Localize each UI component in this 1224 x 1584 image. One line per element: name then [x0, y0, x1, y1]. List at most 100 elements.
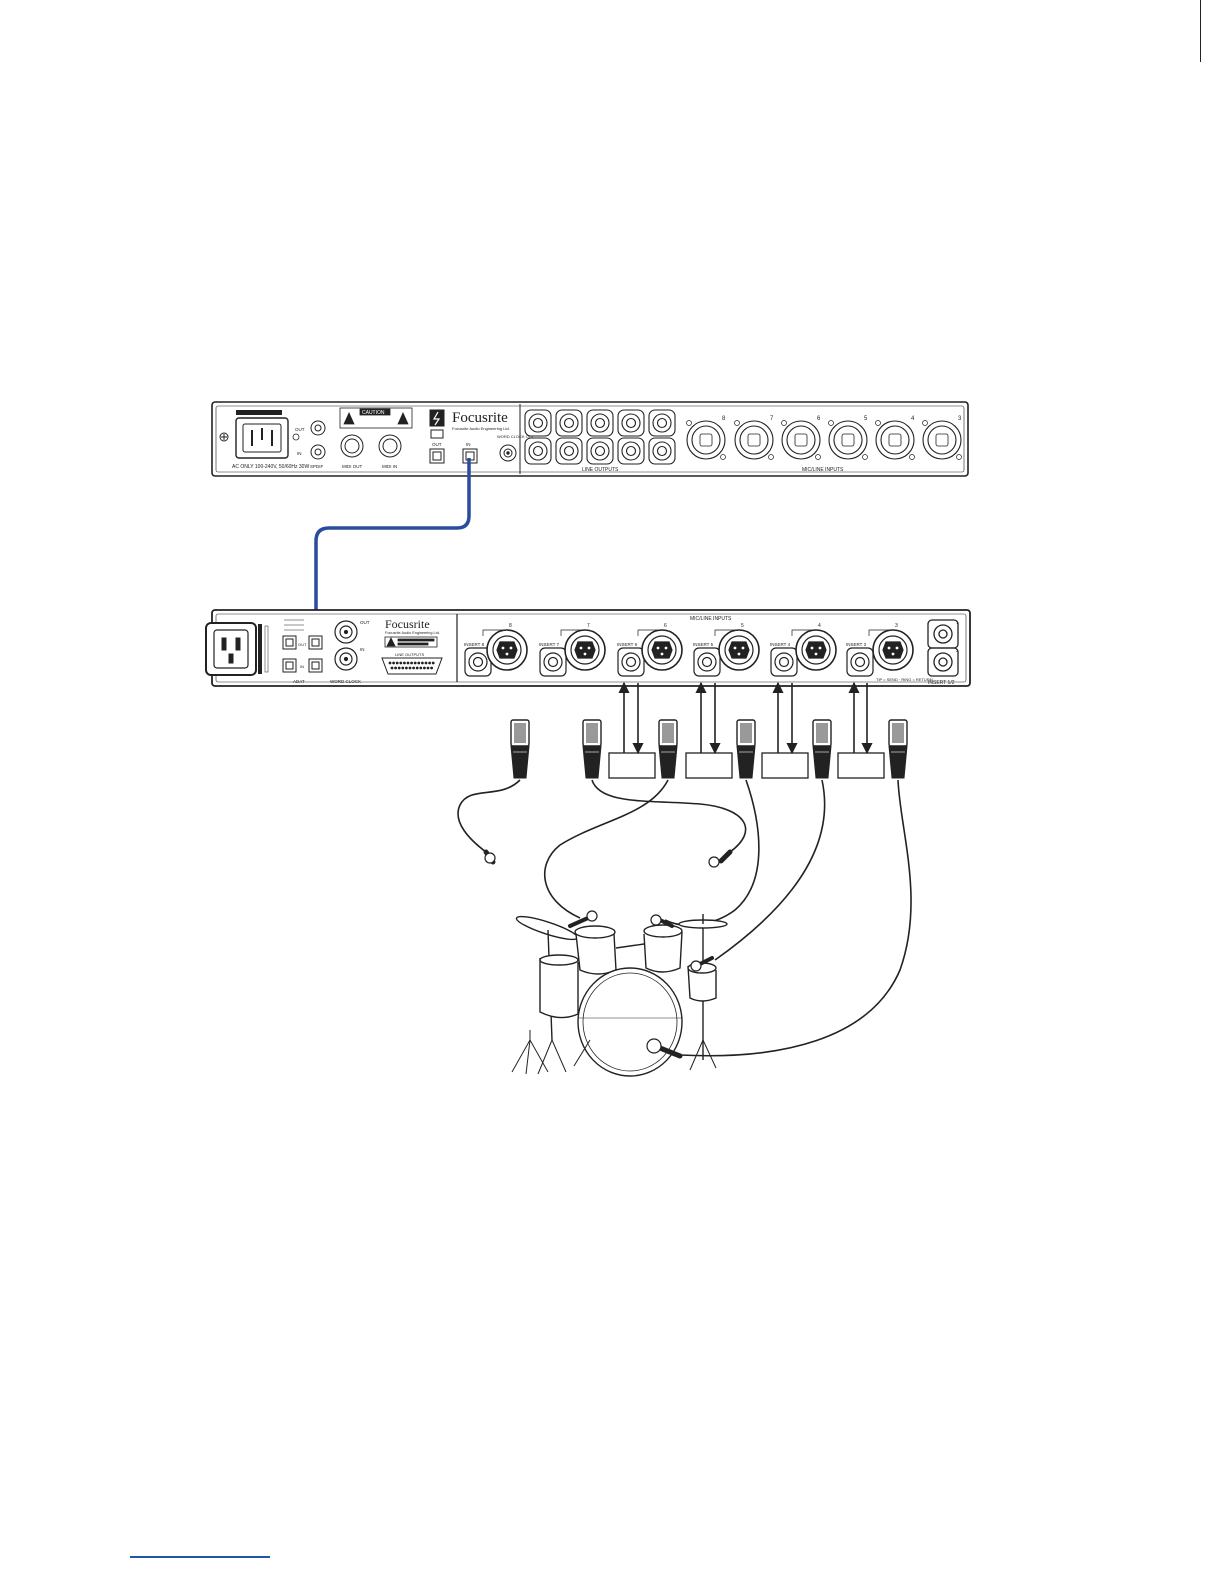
bottom-input-number: 5	[741, 623, 744, 629]
bottom-insert-label: INSERT 8	[464, 642, 485, 647]
top-input-number: 8	[722, 416, 726, 422]
top-unit-power-socket	[235, 410, 300, 459]
bottom-unit-insert-1-number: 1	[956, 620, 959, 625]
page-edge-line	[1200, 0, 1201, 62]
top-unit-optical-in: IN	[466, 442, 471, 447]
xlr-plug-icon	[582, 719, 602, 779]
top-unit-mic-line-inputs	[686, 420, 962, 460]
cable-1	[457, 779, 521, 853]
bottom-combo-input	[560, 629, 606, 671]
bottom-insert-jack	[693, 647, 721, 677]
top-unit-brand: Focusrite	[452, 410, 508, 426]
bottom-insert-jack	[464, 647, 492, 677]
bottom-unit-word-clock: WORD CLOCK	[330, 679, 361, 684]
mic-right-icon	[708, 849, 733, 868]
bottom-input-number: 7	[587, 623, 590, 629]
top-unit-midi-in: MIDI IN	[382, 464, 397, 469]
top-unit-wordclock-bnc	[499, 444, 517, 462]
bottom-input-number: 8	[509, 623, 512, 629]
outboard-processor	[685, 681, 733, 779]
top-line-output-jack	[586, 437, 614, 465]
bottom-unit-adat-out: OUT	[298, 642, 307, 647]
top-unit-line-outputs: LINE OUTPUTS	[582, 467, 619, 473]
top-combo-input	[922, 420, 962, 460]
bottom-unit-wc-in: IN	[360, 647, 365, 652]
top-line-output-jack	[524, 409, 552, 437]
bottom-insert-jack	[770, 647, 798, 677]
bottom-unit-db25-connector	[381, 657, 443, 675]
bottom-insert-label: INSERT 5	[693, 642, 714, 647]
top-line-output-jack	[586, 409, 614, 437]
top-line-output-jack	[617, 437, 645, 465]
top-unit-power-label: AC ONLY 100-240V, 50/60Hz 30W	[232, 464, 309, 470]
top-combo-input	[781, 420, 821, 460]
top-line-output-jack	[648, 437, 676, 465]
xlr-plugs	[510, 719, 908, 779]
top-input-number: 3	[958, 416, 962, 422]
cable-6	[679, 779, 912, 1057]
bottom-input-number: 3	[895, 623, 898, 629]
mic-left-icon	[483, 849, 496, 865]
xlr-plug-icon	[812, 719, 832, 779]
xlr-plug-icon	[510, 719, 530, 779]
top-line-output-jack	[555, 437, 583, 465]
insert-loops	[608, 681, 885, 779]
cable-3	[544, 779, 669, 919]
top-line-output-jack	[617, 409, 645, 437]
xlr-plug-icon	[888, 719, 908, 779]
top-unit-spdif-jacks	[310, 420, 326, 460]
bottom-unit-warning-plate	[384, 636, 438, 648]
top-unit-spdif-out: OUT	[295, 427, 305, 432]
top-unit-midi-out: MIDI OUT	[342, 464, 362, 469]
top-line-output-jack	[648, 409, 676, 437]
xlr-plug-icon	[658, 719, 678, 779]
bottom-unit-insert-1-2	[927, 619, 959, 677]
bottom-unit-adat-in: IN	[300, 664, 304, 669]
cable-5	[714, 779, 826, 961]
standalone-microphones	[483, 849, 733, 868]
top-unit-optical-out: OUT	[432, 442, 442, 447]
top-unit-mic-line-inputs-label: MIC/LINE INPUTS	[802, 467, 844, 473]
bottom-insert-jack	[617, 647, 645, 677]
top-unit-thunderbolt-port	[429, 409, 445, 439]
bottom-unit-rear-panel	[205, 609, 971, 687]
cable-4	[664, 779, 760, 926]
bottom-insert-label: INSERT 6	[617, 642, 638, 647]
top-unit-rear-panel	[211, 401, 969, 477]
outboard-processor	[761, 681, 809, 779]
top-input-number: 5	[864, 416, 868, 422]
bottom-unit-wc-out: OUT	[360, 620, 370, 625]
bottom-insert-label: INSERT 3	[846, 642, 867, 647]
bottom-unit-insert-12: INSERT 1/2	[928, 680, 955, 686]
top-unit-caution-text: CAUTION	[362, 410, 385, 416]
bottom-unit-labels: Focusrite Focusrite Audio Engineering Lt…	[293, 616, 959, 686]
bottom-unit-adat: ADAT	[293, 679, 305, 684]
top-unit-spdif-in: IN	[297, 451, 302, 456]
bottom-combo-input	[791, 629, 837, 671]
bottom-unit-insert-2-number: 2	[956, 648, 959, 653]
outboard-processor	[608, 681, 656, 779]
top-line-output-jack	[555, 409, 583, 437]
bottom-unit-insert-note: TIP = SEND · RING = RETURN	[876, 677, 933, 682]
top-unit-midi-ports	[340, 434, 402, 458]
top-combo-input	[686, 420, 726, 460]
top-unit-caution-plate	[339, 407, 413, 429]
bottom-unit-brand-sub: Focusrite Audio Engineering Ltd.	[385, 631, 440, 635]
bottom-input-number: 6	[664, 623, 667, 629]
bottom-combo-input	[868, 629, 914, 671]
bottom-insert-jack	[539, 647, 567, 677]
bottom-unit-power-socket	[205, 622, 269, 676]
top-input-number: 7	[770, 416, 774, 422]
bottom-unit-mic-line-inputs-label: MIC/LINE INPUTS	[690, 616, 732, 622]
mic-cables	[457, 779, 912, 1057]
top-combo-input	[875, 420, 915, 460]
top-unit-line-output-jacks	[524, 409, 676, 465]
top-unit-wordclock: WORD CLOCK OUT	[497, 434, 535, 439]
bottom-unit-line-outputs: LINE OUTPUTS	[395, 652, 424, 657]
footer-link-rule	[130, 1556, 270, 1558]
top-unit-spdif-label: SPDIF	[310, 464, 324, 469]
top-input-number: 6	[817, 416, 821, 422]
